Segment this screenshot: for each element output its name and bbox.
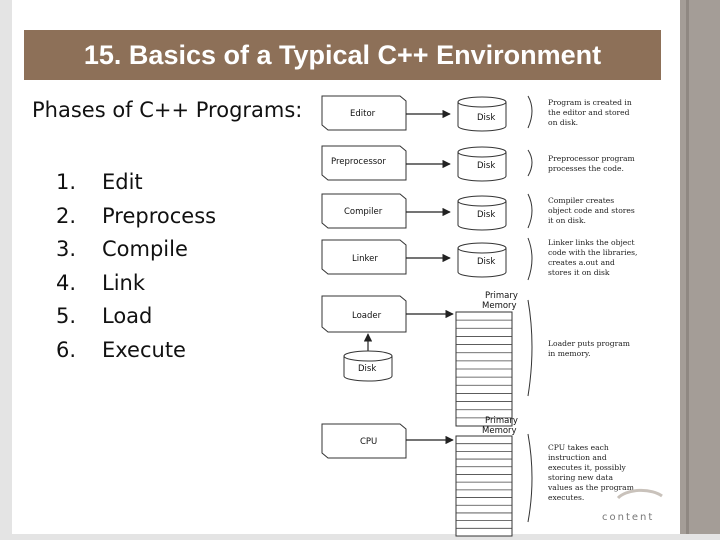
primary-memory-block xyxy=(455,311,513,427)
phase-number: 3. xyxy=(56,237,77,262)
linker-row: Linker Disk Linker links the object code… xyxy=(321,237,640,281)
preprocessor-row: Preprocessor Disk Preprocessor program p… xyxy=(321,145,637,182)
phase-label: Preprocess xyxy=(102,203,217,228)
cpu-section: CPU Primary Memory CPU takes each instru… xyxy=(321,416,636,537)
phase-item: 1. Edit xyxy=(56,166,216,200)
phase-number: 1. xyxy=(56,170,77,194)
phase-number: 6. xyxy=(56,337,77,362)
disk-icon xyxy=(457,146,507,182)
phase-number: 5. xyxy=(56,304,77,329)
compiler-row: Compiler Disk Compiler creates object co… xyxy=(321,193,637,231)
cpu-label: CPU xyxy=(360,437,377,447)
phase-item: 5. Load xyxy=(56,300,216,334)
note-bracket xyxy=(527,237,533,281)
editor-row: Editor Disk Program is created in the ed… xyxy=(321,95,634,132)
loader-label: Loader xyxy=(352,311,382,321)
cpu-shape xyxy=(321,423,407,459)
right-frame-stripe xyxy=(686,0,689,540)
note-compile: Compiler creates object code and stores … xyxy=(548,196,637,225)
disk-label: Disk xyxy=(477,257,495,267)
phase-number: 2. xyxy=(56,203,77,228)
note-preprocess: Preprocessor program processes the code. xyxy=(548,154,637,173)
disk-icon xyxy=(457,195,507,231)
disk-icon xyxy=(343,350,393,382)
note-load: Loader puts program in memory. xyxy=(548,339,632,358)
linker-shape xyxy=(321,239,407,275)
note-bracket xyxy=(527,299,533,397)
phase-item: 3. Compile xyxy=(56,233,216,267)
bottom-frame-border xyxy=(0,534,720,540)
editor-shape xyxy=(321,95,407,131)
left-frame-border xyxy=(0,0,12,540)
disk-label: Disk xyxy=(477,161,495,171)
editor-label: Editor xyxy=(350,109,376,119)
note-edit: Program is created in the editor and sto… xyxy=(548,98,634,127)
primary-memory-label: Primary Memory xyxy=(482,416,521,436)
linker-label: Linker xyxy=(352,254,378,264)
note-bracket xyxy=(527,433,533,523)
note-link: Linker links the object code with the li… xyxy=(548,238,640,277)
note-bracket xyxy=(527,149,533,177)
phase-label: Edit xyxy=(102,170,143,194)
primary-memory-label: Primary Memory xyxy=(482,291,521,311)
disk-icon xyxy=(457,96,507,132)
primary-memory-block xyxy=(455,435,513,537)
disk-label: Disk xyxy=(477,210,495,220)
phase-label: Compile xyxy=(102,237,188,262)
disk-icon xyxy=(457,242,507,278)
phase-number: 4. xyxy=(56,270,77,295)
note-bracket xyxy=(527,95,533,129)
phase-item: 2. Preprocess xyxy=(56,200,216,234)
logo-text: content xyxy=(602,512,654,523)
phase-label: Link xyxy=(102,270,146,295)
phase-list: 1. Edit 2. Preprocess 3. Compile 4. Link 5. L… xyxy=(56,166,216,368)
note-execute: CPU takes each instruction and executes … xyxy=(547,443,636,502)
phases-subtitle: Phases of C++ Programs: xyxy=(32,98,303,122)
phase-item: 4. Link xyxy=(56,267,216,301)
preprocessor-shape xyxy=(321,145,407,181)
memory-frame xyxy=(455,435,513,537)
right-frame-border xyxy=(680,0,720,540)
disk-label: Disk xyxy=(358,364,376,374)
note-bracket xyxy=(527,193,533,229)
compiler-label: Compiler xyxy=(344,207,383,217)
phase-label: Load xyxy=(102,304,153,329)
loader-shape xyxy=(321,295,407,333)
disk-label: Disk xyxy=(477,113,495,123)
compiler-shape xyxy=(321,193,407,229)
phase-label: Execute xyxy=(102,337,186,362)
loader-section: Loader Disk Primary Memory Loader puts p… xyxy=(321,291,632,427)
preprocessor-label: Preprocessor xyxy=(331,157,386,167)
slide-title: 15. Basics of a Typical C++ Environment xyxy=(24,30,661,80)
phase-item: 6. Execute xyxy=(56,334,216,368)
content-logo: content xyxy=(602,488,663,523)
